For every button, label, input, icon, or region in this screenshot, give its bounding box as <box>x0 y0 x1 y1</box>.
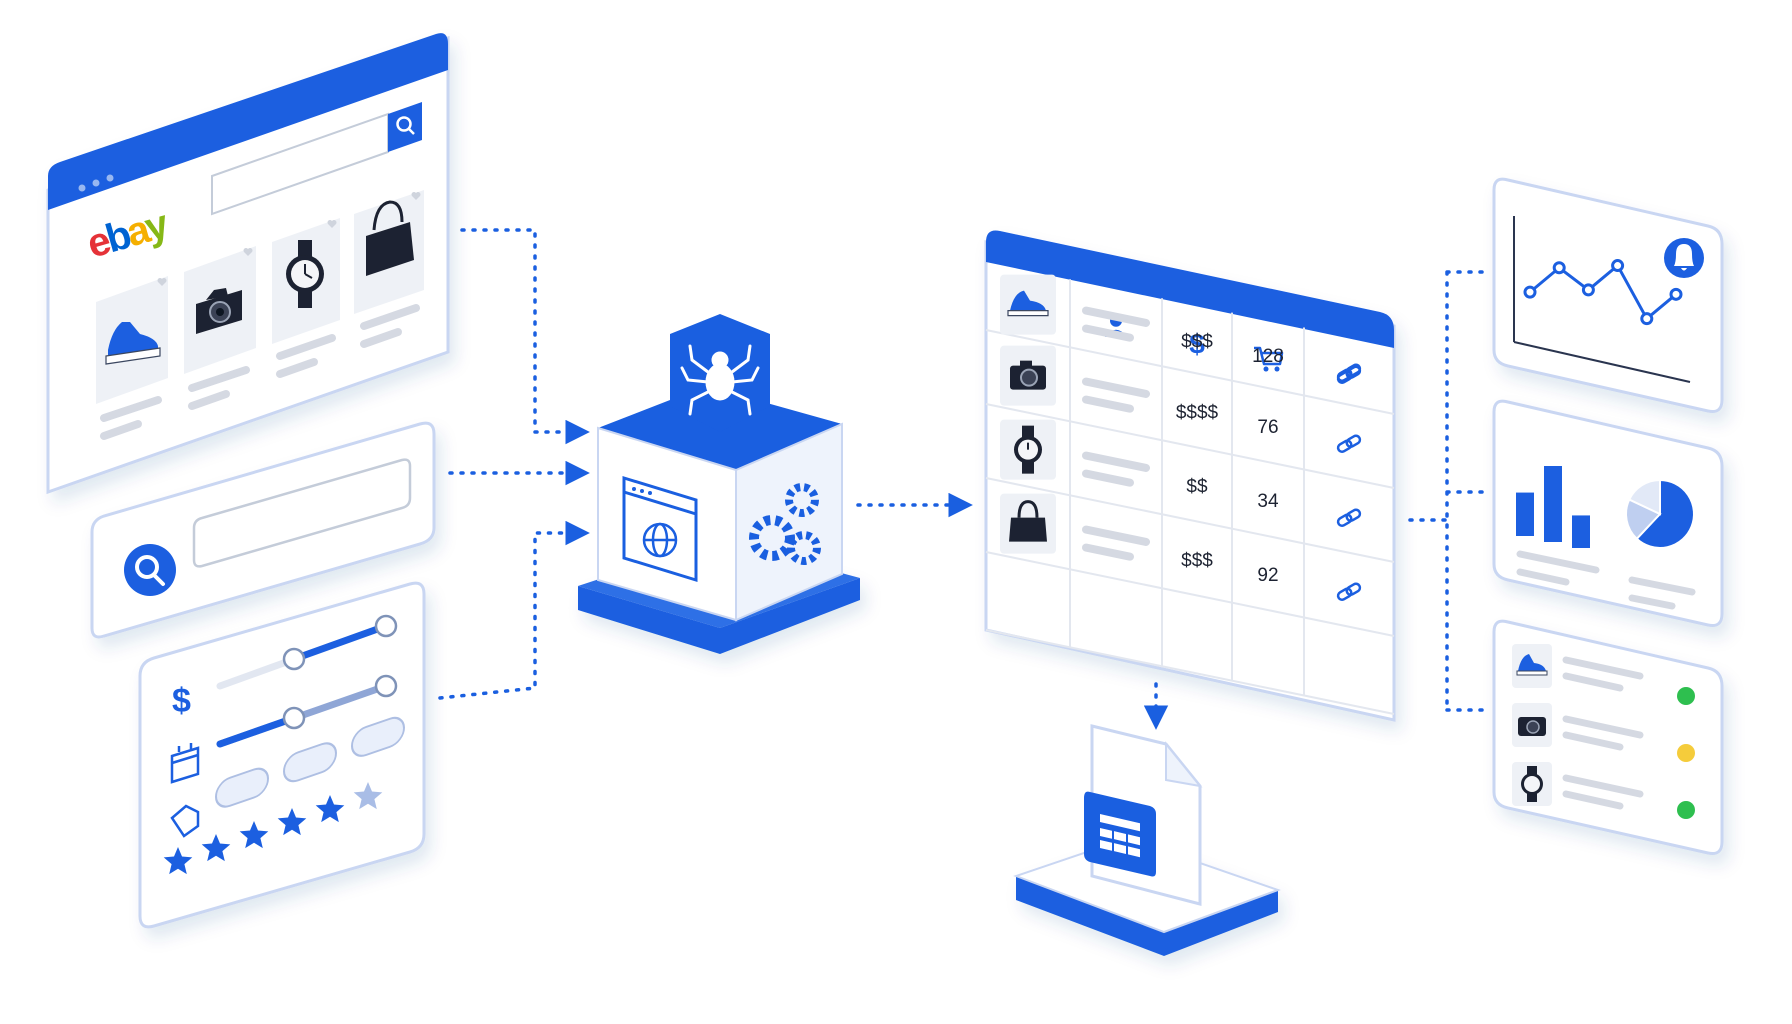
line-point <box>1583 285 1593 295</box>
pie-chart <box>1626 480 1694 548</box>
spreadsheet-file-icon <box>1084 726 1200 904</box>
status-list-panel <box>1494 621 1722 853</box>
line-point <box>1642 314 1652 324</box>
cart-wheel <box>1275 367 1280 372</box>
bar <box>1516 493 1534 536</box>
slider-handle-max[interactable] <box>376 676 396 696</box>
price-cell: $$$ <box>1181 550 1213 571</box>
cart-wheel <box>1264 367 1269 372</box>
line-point <box>1671 289 1681 299</box>
connector-filters-to-scraper <box>440 533 585 698</box>
filters-panel: $ <box>140 583 424 927</box>
line-point <box>1554 263 1564 273</box>
connector-marketplace-to-scraper <box>462 230 585 432</box>
search-button[interactable] <box>124 544 176 596</box>
status-dot-green <box>1677 687 1695 705</box>
bar <box>1572 515 1590 548</box>
price-cell: $$$ <box>1181 331 1213 352</box>
bar-pie-panel <box>1494 401 1722 625</box>
price-cell: $$ <box>1186 476 1208 497</box>
line-point <box>1525 287 1535 297</box>
marketplace-browser-window: ebay <box>48 33 448 492</box>
price-cell: $$$$ <box>1176 402 1219 423</box>
status-dot-yellow <box>1677 744 1695 762</box>
quantity-cell: 92 <box>1257 565 1278 586</box>
slider-handle-min[interactable] <box>284 649 304 669</box>
camera-icon <box>1518 717 1546 736</box>
quantity-cell: 34 <box>1257 491 1279 512</box>
line-chart-panel <box>1494 179 1722 411</box>
connector-table-to-dashboards <box>1410 272 1485 710</box>
quantity-cell: 76 <box>1257 417 1278 438</box>
slider-handle-max[interactable] <box>376 616 396 636</box>
data-table: T$ $$$128$$$$76$$34$$$92 <box>986 230 1394 720</box>
bar <box>1544 466 1562 542</box>
scraper-engine <box>578 314 860 654</box>
alert-bell-button[interactable] <box>1664 238 1704 278</box>
slider-handle-min[interactable] <box>284 708 304 728</box>
export-spreadsheet <box>1016 726 1278 956</box>
line-point <box>1613 261 1623 271</box>
dollar-icon: $ <box>172 682 191 720</box>
status-dot-green <box>1677 801 1695 819</box>
quantity-cell: 128 <box>1252 346 1284 367</box>
